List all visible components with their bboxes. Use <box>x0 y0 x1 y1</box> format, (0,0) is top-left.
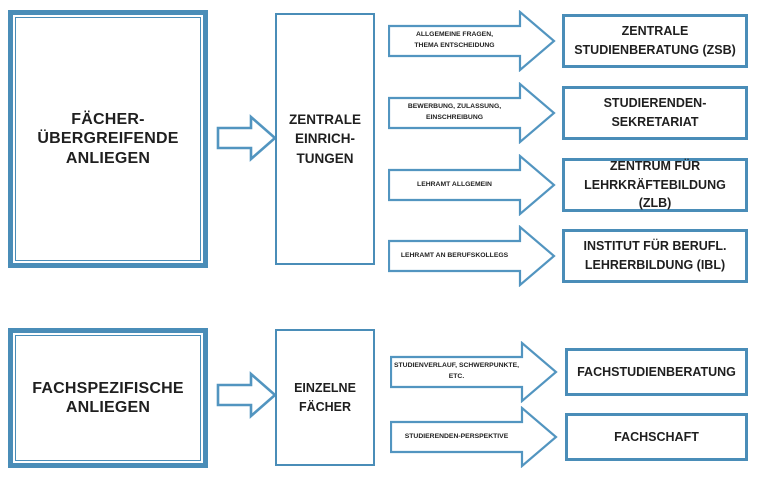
source-box-inner-frame: FÄCHER- ÜBERGREIFENDE ANLIEGEN <box>15 17 201 261</box>
right-block-arrow-icon <box>390 406 558 468</box>
target-label: INSTITUT FÜR BERUFL. LEHRERBILDUNG (IBL) <box>583 239 727 272</box>
right-block-arrow-icon <box>388 10 556 72</box>
target-label: FACHSCHAFT <box>614 429 699 444</box>
target-box-zlb: ZENTRUM FÜR LEHRKRÄFTEBILDUNG (ZLB) <box>562 158 748 212</box>
route-arrow-allgemeine-fragen: ALLGEMEINE FRAGEN, THEMA ENTSCHEIDUNG <box>388 10 556 72</box>
target-box-fachstudienberatung: FACHSTUDIENBERATUNG <box>565 348 748 396</box>
target-label: STUDIERENDEN- SEKRETARIAT <box>603 96 707 129</box>
route-arrow-studierenden-perspektive: STUDIERENDEN-PERSPEKTIVE <box>390 406 558 468</box>
source-box-fachspezifische-anliegen: FACHSPEZIFISCHE ANLIEGEN <box>8 328 208 468</box>
source-label: FÄCHER- ÜBERGREIFENDE ANLIEGEN <box>37 111 179 167</box>
target-label: ZENTRUM FÜR LEHRKRÄFTEBILDUNG (ZLB) <box>584 158 726 211</box>
target-box-ibl: INSTITUT FÜR BERUFL. LEHRERBILDUNG (IBL) <box>562 229 748 283</box>
route-arrow-bewerbung-zulassung: BEWERBUNG, ZULASSUNG, EINSCHREIBUNG <box>388 82 556 144</box>
source-label: FACHSPEZIFISCHE ANLIEGEN <box>32 379 184 416</box>
right-block-arrow-icon <box>388 154 556 216</box>
source-box-inner-frame: FACHSPEZIFISCHE ANLIEGEN <box>15 335 201 461</box>
route-condition-label: LEHRAMT AN BERUFSKOLLEGS <box>400 251 509 259</box>
route-condition-label: STUDIENVERLAUF, SCHWERPUNKTE, ETC. <box>394 362 519 380</box>
route-condition-label: BEWERBUNG, ZULASSUNG, EINSCHREIBUNG <box>407 103 502 121</box>
route-condition-label: LEHRAMT ALLGEMEIN <box>417 180 492 188</box>
flow-arrow-icon <box>216 114 278 162</box>
target-label: ZENTRALE STUDIENBERATUNG (ZSB) <box>574 24 736 57</box>
hub-box-einzelne-faecher: EINZELNE FÄCHER <box>275 329 375 466</box>
right-block-arrow-icon <box>390 341 558 403</box>
target-box-studierendensekretariat: STUDIERENDEN- SEKRETARIAT <box>562 86 748 140</box>
route-arrow-lehramt-allgemein: LEHRAMT ALLGEMEIN <box>388 154 556 216</box>
route-condition-label: STUDIERENDEN-PERSPEKTIVE <box>404 432 509 440</box>
route-arrow-studienverlauf: STUDIENVERLAUF, SCHWERPUNKTE, ETC. <box>390 341 558 403</box>
target-label: FACHSTUDIENBERATUNG <box>577 364 736 379</box>
route-condition-label: ALLGEMEINE FRAGEN, THEMA ENTSCHEIDUNG <box>414 31 495 49</box>
route-arrow-lehramt-berufskollegs: LEHRAMT AN BERUFSKOLLEGS <box>388 225 556 287</box>
hub-label: EINZELNE FÄCHER <box>294 381 356 414</box>
target-box-fachschaft: FACHSCHAFT <box>565 413 748 461</box>
target-box-zsb: ZENTRALE STUDIENBERATUNG (ZSB) <box>562 14 748 68</box>
hub-label: ZENTRALE EINRICH- TUNGEN <box>289 111 361 166</box>
hub-box-zentrale-einrichtungen: ZENTRALE EINRICH- TUNGEN <box>275 13 375 265</box>
right-block-arrow-icon <box>388 225 556 287</box>
flow-arrow-icon <box>216 371 278 419</box>
right-block-arrow-icon <box>388 82 556 144</box>
source-box-faecheruebergreifende-anliegen: FÄCHER- ÜBERGREIFENDE ANLIEGEN <box>8 10 208 268</box>
